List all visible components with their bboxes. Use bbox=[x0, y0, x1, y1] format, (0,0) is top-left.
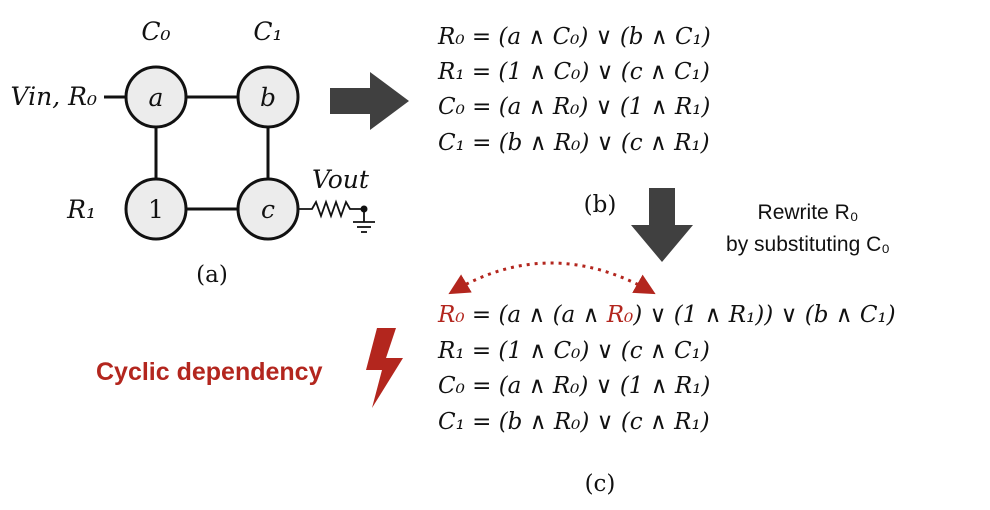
equation-b-r0: R₀ = (a ∧ C₀) ∨ (b ∧ C₁) bbox=[437, 24, 711, 50]
equation-b-c1: C₁ = (b ∧ R₀) ∨ (c ∧ R₁) bbox=[438, 130, 710, 156]
node-a: a bbox=[124, 65, 188, 129]
down-arrow-icon bbox=[631, 188, 693, 262]
node-a-label: a bbox=[149, 83, 164, 112]
equation-c-c1: C₁ = (b ∧ R₀) ∨ (c ∧ R₁) bbox=[438, 409, 710, 435]
node-1-label: 1 bbox=[148, 195, 164, 224]
rewrite-note-line-1: Rewrite R₀ bbox=[758, 201, 859, 224]
rewrite-note-line-2: by substituting C₀ bbox=[726, 233, 890, 256]
equation-c-r0-rest: ) ∨ (1 ∧ R₁)) ∨ (b ∧ C₁) bbox=[632, 302, 895, 328]
equation-c-r0-middle: = (a ∧ (a ∧ bbox=[465, 302, 607, 328]
equations-panel-b: R₀ = (a ∧ C₀) ∨ (b ∧ C₁) R₁ = (1 ∧ C₀) ∨… bbox=[437, 24, 711, 218]
output-label: Vout bbox=[312, 165, 370, 194]
output-resistor bbox=[298, 199, 364, 219]
column-label-c0: C₀ bbox=[141, 17, 170, 46]
cyclic-dependency-label: Cyclic dependency bbox=[96, 358, 323, 386]
node-c-label: c bbox=[261, 195, 275, 224]
cyclic-dependency-arrow bbox=[448, 261, 656, 295]
circuit-diagram: a b 1 c C₀ C₁ Vin, R₀ R₁ Vout (a) bbox=[11, 17, 375, 288]
node-1: 1 bbox=[124, 177, 188, 241]
equation-b-r1: R₁ = (1 ∧ C₀) ∨ (c ∧ C₁) bbox=[437, 59, 710, 85]
equation-c-c0: C₀ = (a ∧ R₀) ∨ (1 ∧ R₁) bbox=[438, 373, 710, 399]
equations-panel-c: R₀ = (a ∧ (a ∧ R₀) ∨ (1 ∧ R₁)) ∨ (b ∧ C₁… bbox=[437, 302, 896, 497]
input-label: Vin, R₀ bbox=[11, 82, 97, 111]
equation-c-r0: R₀ = (a ∧ (a ∧ R₀) ∨ (1 ∧ R₁)) ∨ (b ∧ C₁… bbox=[437, 302, 896, 328]
lightning-bolt-icon bbox=[366, 328, 403, 408]
column-label-c1: C₁ bbox=[253, 17, 282, 46]
equation-c-r0-substituted: R₀ bbox=[606, 302, 634, 328]
right-arrow-icon bbox=[330, 72, 409, 130]
caption-c: (c) bbox=[585, 471, 616, 497]
equation-b-c0: C₀ = (a ∧ R₀) ∨ (1 ∧ R₁) bbox=[438, 94, 710, 120]
equation-c-r0-lhs: R₀ bbox=[437, 302, 465, 328]
node-c: c bbox=[236, 177, 300, 241]
node-b-label: b bbox=[260, 83, 276, 112]
equation-c-r1: R₁ = (1 ∧ C₀) ∨ (c ∧ C₁) bbox=[437, 338, 710, 364]
node-b: b bbox=[236, 65, 300, 129]
row-label-r1: R₁ bbox=[66, 195, 96, 224]
caption-b: (b) bbox=[584, 192, 617, 218]
caption-a: (a) bbox=[196, 262, 228, 288]
